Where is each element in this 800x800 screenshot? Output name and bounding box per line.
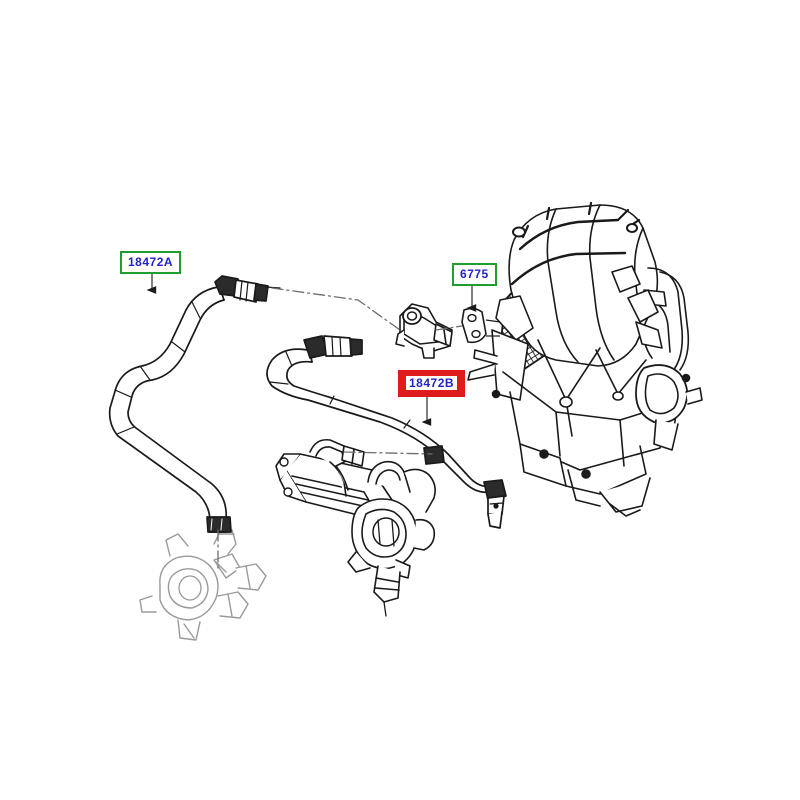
callout-6775[interactable]: 6775 [452,263,497,286]
egr-cooler [275,438,436,617]
thermostat-valve [395,303,453,359]
reference-lines [217,287,463,573]
callout-18472a[interactable]: 18472A [120,251,182,274]
hose-18472b [266,335,507,529]
gasket-6775 [461,307,501,344]
callout-18472b[interactable]: 18472B [398,370,466,397]
callout-leaders [146,271,477,426]
reference-line-gasket [435,325,463,331]
callout-6775-label: 6775 [459,267,490,281]
hose-18472a [108,275,281,533]
reference-line-upper [271,287,401,331]
engine-assembly [467,201,703,517]
reference-line-cooler [343,451,433,455]
pump-assembly-faded [139,529,267,641]
callout-18472b-label: 18472B [406,376,458,390]
callout-18472a-label: 18472A [127,255,175,269]
